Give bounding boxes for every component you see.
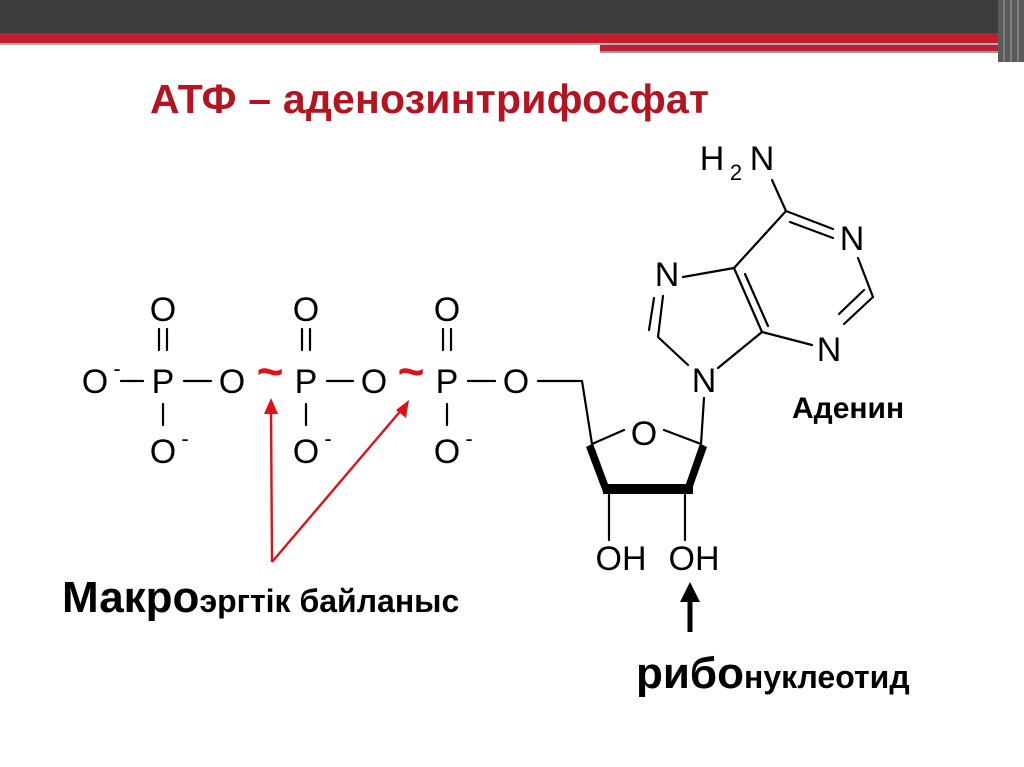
atom-n: N <box>817 331 842 369</box>
atom-n: N <box>655 256 680 294</box>
header-red-accent <box>600 45 1024 51</box>
charge-minus: - <box>113 356 120 381</box>
ribose-wedge-right <box>685 444 707 492</box>
amino-n: N <box>750 140 775 178</box>
macroergic-label-suffix: эргтік байланыс <box>199 583 460 619</box>
header-dark-band <box>0 0 1024 33</box>
header-accent-line <box>600 51 1024 53</box>
macroergic-bond-tilde: ~ <box>257 345 284 397</box>
atom-o: O <box>503 363 529 401</box>
atom-p: P <box>152 363 175 401</box>
amino-h: H <box>700 140 725 178</box>
ribonucleotide-label: рибонуклеотид <box>636 646 910 712</box>
atom-o: O <box>293 291 319 329</box>
ribo-arrow-head <box>680 582 700 602</box>
atom-p: P <box>436 363 459 401</box>
chemical-bonds <box>119 178 875 542</box>
atom-o: O <box>361 363 387 401</box>
ribonucleotide-label-prefix: рибо <box>636 649 744 698</box>
atom-p: P <box>295 363 318 401</box>
charge-minus: - <box>465 426 472 451</box>
macroergic-arrows <box>269 407 404 563</box>
ribonucleotide-label-suffix: нуклеотид <box>743 659 910 695</box>
atom-o-ring: O <box>631 415 657 453</box>
amino-subscript: 2 <box>730 160 742 185</box>
hydroxyl-group: OH <box>669 540 720 578</box>
slide-title: АТФ – аденозинтрифосфат <box>150 76 710 122</box>
atom-o: O <box>293 433 319 471</box>
slide-header-bar <box>0 0 1024 62</box>
atom-o: O <box>150 433 176 471</box>
header-red-stripe <box>0 33 1024 43</box>
atom-o: O <box>219 363 245 401</box>
macroergic-bond-label: Макроэргтік байланыс <box>62 570 459 636</box>
ribose-bold-bond <box>603 484 693 494</box>
atom-n: N <box>692 362 717 400</box>
arrow-head <box>396 400 409 418</box>
hydroxyl-group: OH <box>596 540 647 578</box>
arrow-head <box>264 398 278 414</box>
atom-n: N <box>840 220 865 258</box>
atom-o: O <box>434 433 460 471</box>
atom-o: O <box>82 363 108 401</box>
adenine-label: Аденин <box>792 392 905 425</box>
charge-minus: - <box>324 426 331 451</box>
ribose-wedge-left <box>586 444 609 492</box>
atom-o: O <box>150 291 176 329</box>
charge-minus: - <box>181 426 188 451</box>
atom-o: O <box>434 291 460 329</box>
macroergic-bond-tilde: ~ <box>398 345 425 397</box>
macroergic-label-prefix: Макро <box>62 573 200 622</box>
header-gray-line <box>0 43 1024 45</box>
